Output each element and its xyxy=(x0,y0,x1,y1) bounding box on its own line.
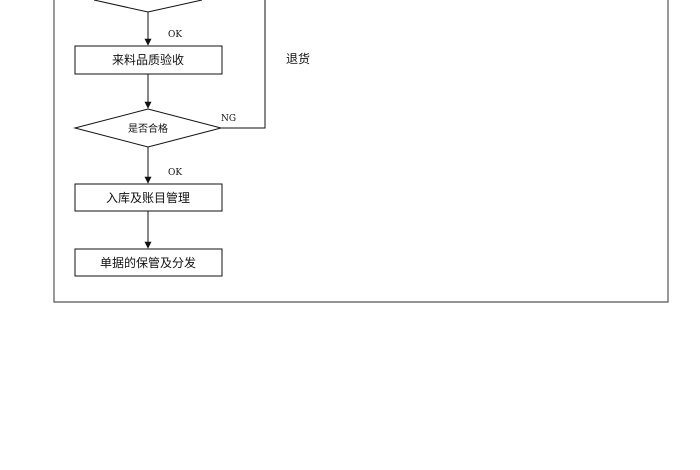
incoming-inspection-label: 来料品质验收 xyxy=(112,52,184,67)
outer-frame xyxy=(53,0,669,303)
ng-label: NG xyxy=(221,114,236,124)
ok-label-bottom: OK xyxy=(168,168,182,178)
warehousing-box xyxy=(74,183,223,212)
ng-return-path xyxy=(221,0,266,129)
ok-label-top: OK xyxy=(168,30,182,40)
incoming-inspection-box xyxy=(74,45,223,75)
document-custody-box xyxy=(74,248,223,277)
top-decision-diamond xyxy=(93,0,203,13)
document-custody-label: 单据的保管及分发 xyxy=(100,255,196,270)
warehousing-label: 入库及账目管理 xyxy=(106,190,190,205)
is-qualified-label: 是否合格 xyxy=(128,122,168,135)
return-goods-label: 退货 xyxy=(286,51,310,66)
